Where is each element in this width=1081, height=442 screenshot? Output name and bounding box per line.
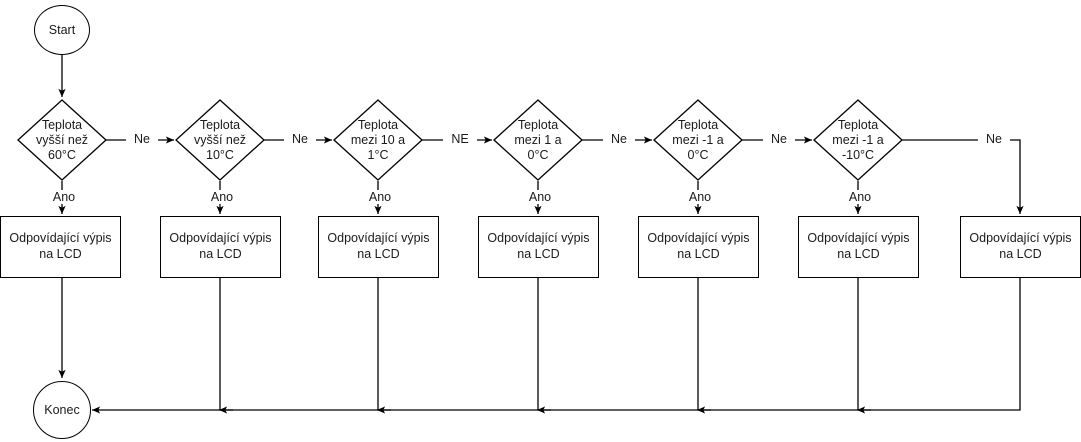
decision-node-3: Teplota mezi 10 a 1°C <box>333 99 423 181</box>
decision-node-6: Teplota mezi -1 a -10°C <box>813 99 903 181</box>
process-label-4: Odpovídající výpis na LCD <box>487 231 590 261</box>
decision-label-5: Teplota mezi -1 a 0°C <box>672 117 724 162</box>
edge-label-yes-2: Ano <box>200 190 244 204</box>
process-node-3: Odpovídající výpis na LCD <box>318 216 439 278</box>
process-label-7: Odpovídající výpis na LCD <box>969 231 1072 261</box>
decision-node-5: Teplota mezi -1 a 0°C <box>653 99 743 181</box>
decision-node-1: Teplota vyšší než 60°C <box>17 99 107 181</box>
process-node-6: Odpovídající výpis na LCD <box>798 216 919 278</box>
decision-label-3: Teplota mezi 10 a 1°C <box>350 117 406 162</box>
process-node-2: Odpovídající výpis na LCD <box>160 216 281 278</box>
edge-label-yes-1: Ano <box>42 190 86 204</box>
diamond-shape <box>493 99 583 181</box>
edge-label-no-5: Ne <box>763 132 795 146</box>
edge-label-yes-3: Ano <box>358 190 402 204</box>
process-node-1: Odpovídající výpis na LCD <box>0 216 121 278</box>
diamond-shape <box>17 99 107 181</box>
process-label-2: Odpovídající výpis na LCD <box>169 231 272 261</box>
start-node: Start <box>34 5 90 55</box>
edge-label-no-4: Ne <box>603 132 635 146</box>
decision-node-4: Teplota mezi 1 a 0°C <box>493 99 583 181</box>
diamond-shape <box>813 99 903 181</box>
process-label-3: Odpovídající výpis na LCD <box>327 231 430 261</box>
edge-label-no-2: Ne <box>284 132 316 146</box>
process-label-6: Odpovídající výpis na LCD <box>807 231 910 261</box>
process-node-5: Odpovídající výpis na LCD <box>638 216 759 278</box>
edge-label-yes-6: Ano <box>838 190 882 204</box>
diamond-shape <box>175 99 265 181</box>
edge-label-no-6: Ne <box>978 132 1010 146</box>
process-node-7: Odpovídající výpis na LCD <box>960 216 1081 278</box>
end-node: Konec <box>33 381 91 439</box>
process-label-5: Odpovídající výpis na LCD <box>647 231 750 261</box>
edge-decision-6-no <box>902 139 1024 214</box>
decision-label-1: Teplota vyšší než 60°C <box>35 117 89 162</box>
process-label-1: Odpovídající výpis na LCD <box>9 231 112 261</box>
decision-label-2: Teplota vyšší než 10°C <box>193 117 247 162</box>
decision-label-4: Teplota mezi 1 a 0°C <box>514 117 562 162</box>
decision-node-2: Teplota vyšší než 10°C <box>175 99 265 181</box>
edge-label-yes-4: Ano <box>518 190 562 204</box>
return-bus <box>92 278 1021 414</box>
diamond-shape <box>653 99 743 181</box>
diamond-shape <box>333 99 423 181</box>
edge-label-yes-5: Ano <box>678 190 722 204</box>
start-label: Start <box>48 23 76 37</box>
edge-label-no-3: NE <box>443 132 477 146</box>
process-node-4: Odpovídající výpis na LCD <box>478 216 599 278</box>
edge-label-no-1: Ne <box>126 132 158 146</box>
decision-label-6: Teplota mezi -1 a -10°C <box>832 117 884 162</box>
end-label: Konec <box>44 403 80 417</box>
